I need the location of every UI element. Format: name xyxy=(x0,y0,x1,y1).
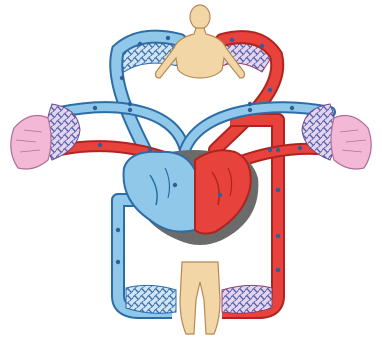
flow-dot xyxy=(218,193,222,197)
flow-dot xyxy=(148,148,152,152)
lower-body-figure xyxy=(180,262,220,334)
heart xyxy=(124,150,259,245)
flow-dot xyxy=(230,38,234,42)
flow-dot xyxy=(138,42,142,46)
flow-dot xyxy=(268,88,272,92)
flow-dot xyxy=(276,188,280,192)
flow-dot xyxy=(116,260,120,264)
flow-dot xyxy=(276,148,280,152)
lung-right xyxy=(331,116,371,169)
flow-dot xyxy=(120,76,124,80)
flow-dot xyxy=(248,108,252,112)
flow-dot xyxy=(128,108,132,112)
flow-dot xyxy=(248,102,252,106)
flow-dot xyxy=(166,36,170,40)
flow-dot xyxy=(268,148,272,152)
flow-dot xyxy=(93,106,97,110)
flow-dot xyxy=(116,228,120,232)
flow-dot xyxy=(98,143,102,147)
lung-left xyxy=(11,116,51,169)
flow-dot xyxy=(276,268,280,272)
flow-dot xyxy=(260,44,264,48)
flow-dot xyxy=(276,234,280,238)
heart-right-side xyxy=(124,152,195,232)
lower-capillary-bed-right xyxy=(222,285,272,313)
lower-capillary-bed-left xyxy=(126,285,176,313)
flow-dot xyxy=(128,102,132,106)
flow-dot xyxy=(290,106,294,110)
flow-dot xyxy=(298,146,302,150)
flow-dot xyxy=(173,183,177,187)
